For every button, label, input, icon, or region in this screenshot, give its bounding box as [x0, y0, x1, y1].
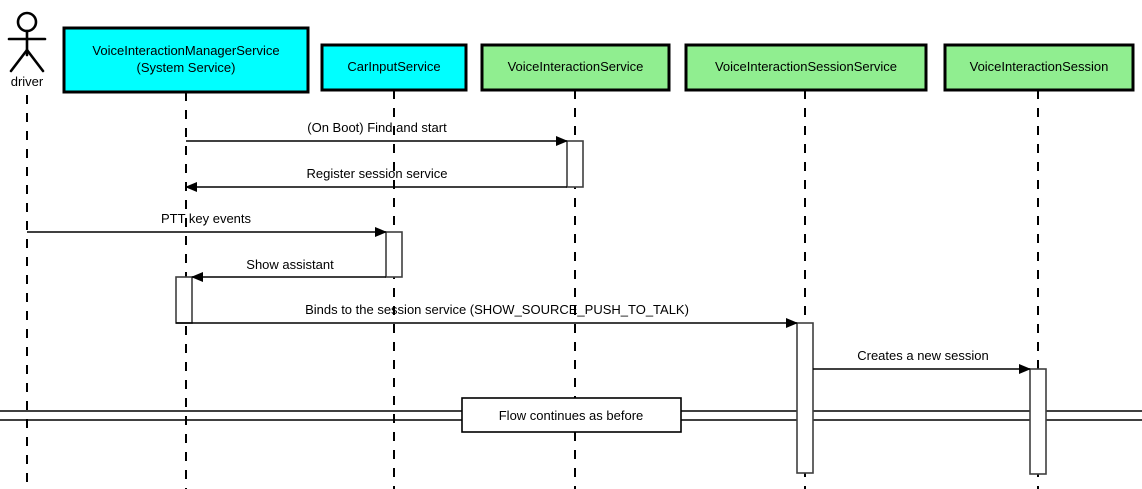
msg-show-assistant-label: Show assistant — [246, 257, 334, 272]
participant-vims[interactable]: VoiceInteractionManagerService (System Se… — [62, 26, 310, 94]
participant-carinput-box — [320, 43, 468, 92]
participant-vims-label: VoiceInteractionManagerService — [92, 43, 279, 58]
actor-leg-left-icon — [9, 48, 29, 73]
msg-binds-to-session-service-label: Binds to the session service (SHOW_SOURC… — [305, 302, 689, 317]
participant-carinput[interactable]: CarInputService — [320, 43, 468, 92]
actor-head-icon — [16, 11, 38, 33]
msg-register-session-service[interactable]: Register session service — [185, 166, 567, 192]
participant-vims-box — [62, 26, 310, 94]
participant-vsession-box — [943, 43, 1135, 92]
act-viss-bind — [796, 322, 814, 474]
participant-viss-box — [684, 43, 928, 92]
act-vims-show — [175, 276, 193, 324]
participants-group: VoiceInteractionManagerService (System Se… — [62, 26, 1135, 94]
participant-vsession-label: VoiceInteractionSession — [970, 59, 1109, 74]
participant-vis[interactable]: VoiceInteractionService — [480, 43, 671, 92]
participant-vims-label: (System Service) — [137, 60, 236, 75]
flow-divider: Flow continues as before — [461, 397, 682, 433]
driver-actor[interactable]: driver — [7, 11, 47, 89]
flow-divider-label: Flow continues as before — [499, 408, 644, 423]
act-vsession-new — [1029, 368, 1047, 475]
participant-carinput-label: CarInputService — [347, 59, 440, 74]
participant-vsession[interactable]: VoiceInteractionSession — [943, 43, 1135, 92]
msg-on-boot-find-and-start[interactable]: (On Boot) Find and start — [186, 120, 568, 146]
participant-viss[interactable]: VoiceInteractionSessionService — [684, 43, 928, 92]
activations-group — [175, 140, 1047, 475]
msg-creates-a-new-session-label: Creates a new session — [857, 348, 989, 363]
msg-register-session-service-label: Register session service — [307, 166, 448, 181]
participant-viss-label: VoiceInteractionSessionService — [715, 59, 897, 74]
participant-vis-box — [480, 43, 671, 92]
msg-show-assistant[interactable]: Show assistant — [191, 257, 386, 282]
msg-ptt-key-events[interactable]: PTT key events — [27, 211, 387, 237]
actor-leg-right-icon — [25, 48, 45, 73]
act-carinput-ptt — [385, 231, 403, 278]
participant-vis-label: VoiceInteractionService — [508, 59, 644, 74]
msg-binds-to-session-service[interactable]: Binds to the session service (SHOW_SOURC… — [176, 302, 798, 328]
act-vis-boot — [566, 140, 584, 188]
msg-ptt-key-events-label: PTT key events — [161, 211, 252, 226]
flow-divider-box — [461, 397, 682, 433]
msg-creates-a-new-session[interactable]: Creates a new session — [813, 348, 1031, 374]
msg-on-boot-find-and-start-label: (On Boot) Find and start — [307, 120, 447, 135]
actor-label: driver — [11, 74, 44, 89]
